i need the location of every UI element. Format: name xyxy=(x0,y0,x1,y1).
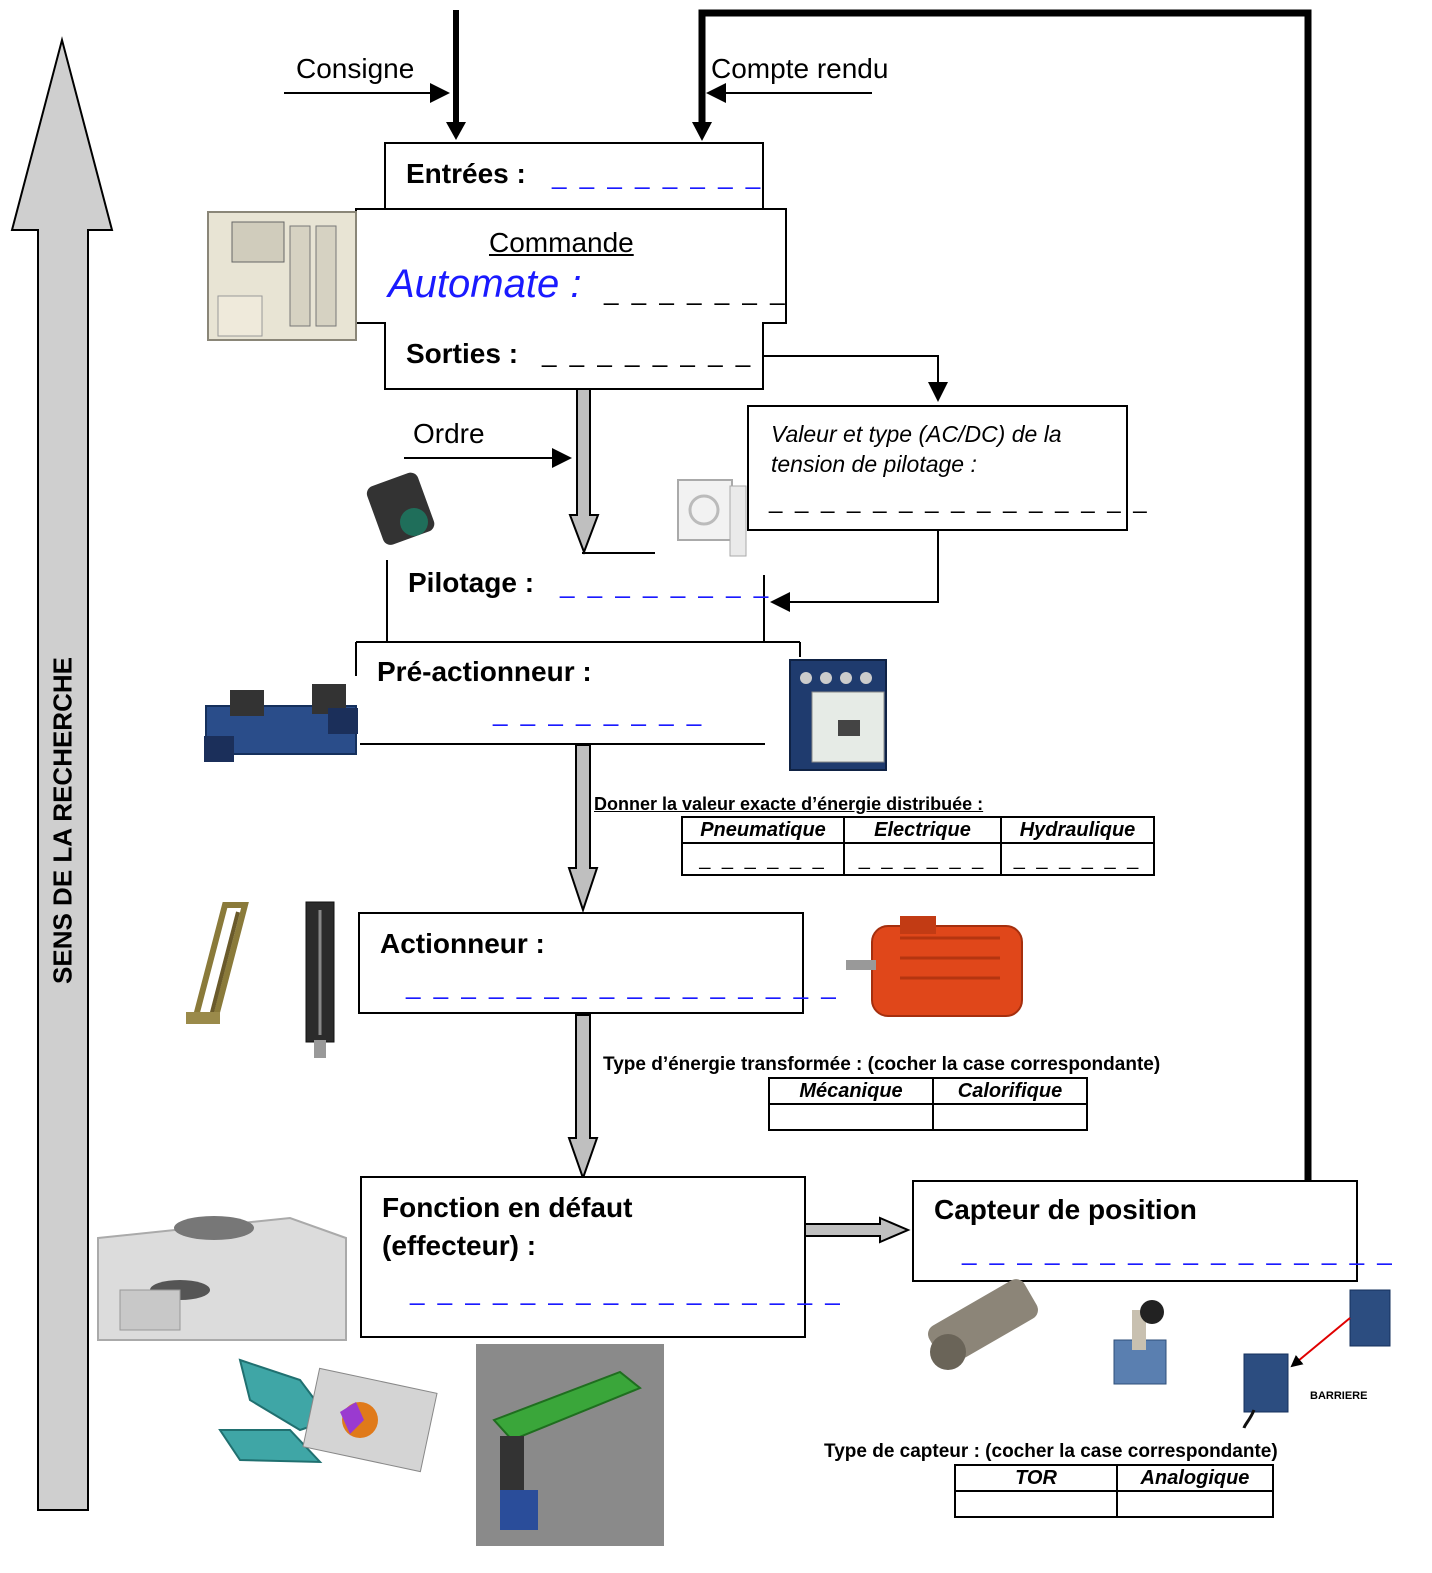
actionneur-label: Actionneur : xyxy=(380,928,545,959)
fonction-blank[interactable]: _ _ _ _ _ _ _ _ _ _ _ _ _ _ _ _ xyxy=(410,1276,843,1306)
col-electrique: Electrique xyxy=(843,816,1002,844)
preactionneur-label: Pré-actionneur : xyxy=(377,656,592,687)
consigne-label: Consigne xyxy=(296,53,415,84)
tension-text-line2: tension de pilotage : xyxy=(771,451,977,477)
automate-blank[interactable]: _ _ _ _ _ _ _ xyxy=(604,276,788,306)
capteur-box: Capteur de position _ _ _ _ _ _ _ _ _ _ … xyxy=(912,1180,1392,1282)
compte-rendu-label: Compte rendu xyxy=(711,53,889,84)
check-analogique[interactable] xyxy=(1116,1490,1274,1518)
energie-transformee-question: Type d’énergie transformée : (cocher la … xyxy=(603,1054,1161,1075)
pilotage-blank[interactable]: _ _ _ _ _ _ _ _ xyxy=(560,569,772,599)
fonction-box: Fonction en défaut (effecteur) : _ _ _ _… xyxy=(360,1176,840,1338)
actionneur-blank[interactable]: _ _ _ _ _ _ _ _ _ _ _ _ _ _ _ _ xyxy=(406,970,839,1000)
fonction-label-line1: Fonction en défaut xyxy=(382,1192,633,1223)
capteur-label: Capteur de position xyxy=(934,1194,1197,1225)
blank-electrique[interactable]: _ _ _ _ _ _ xyxy=(843,842,1002,876)
energie-distribuee-question: Donner la valeur exacte d’énergie distri… xyxy=(594,794,984,814)
col-mecanique: Mécanique xyxy=(768,1077,934,1105)
actionneur-box: Actionneur : _ _ _ _ _ _ _ _ _ _ _ _ _ _… xyxy=(358,912,836,1014)
commande-box: Commande Automate : _ _ _ _ _ _ _ xyxy=(355,208,787,324)
entrees-box: Entrées : _ _ _ _ _ _ _ _ xyxy=(384,142,764,212)
capteur-blank[interactable]: _ _ _ _ _ _ _ _ _ _ _ _ _ _ _ _ xyxy=(962,1236,1395,1266)
sorties-label: Sorties : xyxy=(406,338,519,369)
sorties-blank[interactable]: _ _ _ _ _ _ _ _ xyxy=(542,338,754,368)
col-calorifique: Calorifique xyxy=(932,1077,1088,1105)
fonction-label-line2: (effecteur) : xyxy=(382,1230,537,1261)
preactionneur-blank[interactable]: _ _ _ _ _ _ _ _ xyxy=(493,697,705,727)
check-calorifique[interactable] xyxy=(932,1103,1088,1131)
tension-text-line1: Valeur et type (AC/DC) de la xyxy=(771,421,1062,447)
search-direction-label: SENS DE LA RECHERCHE xyxy=(47,657,78,984)
check-mecanique[interactable] xyxy=(768,1103,934,1131)
col-analogique: Analogique xyxy=(1116,1464,1274,1492)
type-capteur-table: TOR Analogique xyxy=(954,1464,1274,1518)
energie-transformee-table: Mécanique Calorifique xyxy=(768,1077,1088,1131)
col-tor: TOR xyxy=(954,1464,1118,1492)
energie-distribuee-table: Pneumatique Electrique Hydraulique _ _ _… xyxy=(681,816,1155,876)
blank-pneumatique[interactable]: _ _ _ _ _ _ xyxy=(681,842,845,876)
search-direction-arrow xyxy=(10,36,114,1511)
col-hydraulique: Hydraulique xyxy=(1000,816,1155,844)
barriere-label: BARRIERE xyxy=(1310,1390,1368,1402)
pilotage-label: Pilotage : xyxy=(408,567,535,598)
check-tor[interactable] xyxy=(954,1490,1118,1518)
col-pneumatique: Pneumatique xyxy=(681,816,845,844)
automate-label: Automate : xyxy=(388,262,582,306)
entrees-blank[interactable]: _ _ _ _ _ _ _ _ xyxy=(552,160,764,190)
tension-box: Valeur et type (AC/DC) de la tension de … xyxy=(747,405,1147,531)
type-capteur-question: Type de capteur : (cocher la case corres… xyxy=(824,1441,1278,1462)
tension-blank[interactable]: _ _ _ _ _ _ _ _ _ _ _ _ _ _ _ xyxy=(769,487,1150,514)
entrees-label: Entrées : xyxy=(406,158,526,189)
commande-title: Commande xyxy=(489,227,634,258)
ordre-label: Ordre xyxy=(413,418,485,449)
blank-hydraulique[interactable]: _ _ _ _ _ _ xyxy=(1000,842,1155,876)
sorties-box: Sorties : _ _ _ _ _ _ _ _ xyxy=(384,322,764,390)
